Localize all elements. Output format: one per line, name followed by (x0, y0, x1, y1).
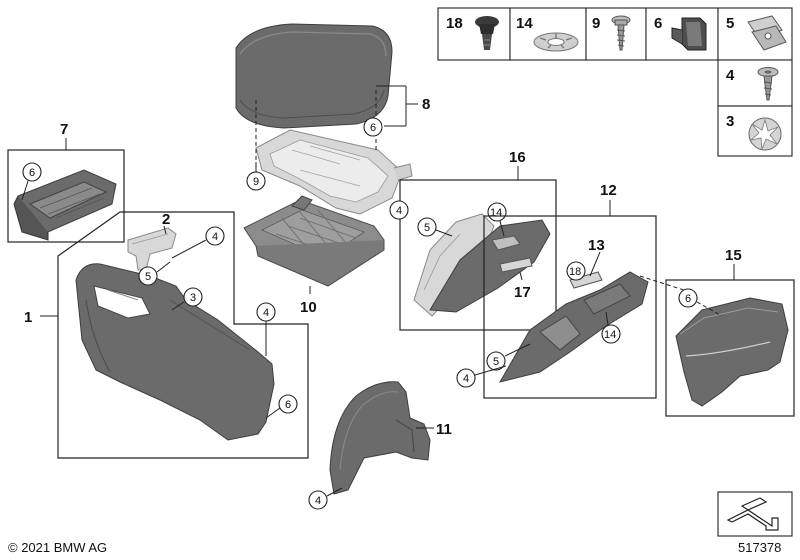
part-12-frame (483, 215, 657, 399)
callout-6: 6 (29, 167, 35, 179)
callout-4: 4 (315, 495, 321, 507)
part-label-10: 10 (300, 299, 317, 316)
dashed-guide (639, 275, 691, 293)
rear-tray-part (13, 169, 117, 241)
leader-line (435, 229, 453, 237)
leader-line (171, 239, 207, 259)
callout-4: 4 (463, 373, 469, 385)
part-label-17: 17 (514, 284, 531, 301)
callout-5: 5 (493, 356, 499, 368)
callout-18: 18 (569, 266, 581, 278)
storage-tray (243, 195, 385, 287)
callout-circle (246, 171, 266, 191)
part-label-11: 11 (436, 421, 452, 438)
callout-circle (456, 368, 476, 388)
fastener-label-5: 5 (726, 15, 734, 32)
fastener-table: 18 14 9 6 5 4 3 (437, 7, 793, 157)
callout-6: 6 (370, 122, 376, 134)
front-trim-part (329, 381, 431, 495)
callout-circle (205, 226, 225, 246)
callout-6: 6 (685, 293, 691, 305)
rear-console-panel (498, 271, 649, 383)
armrest-lid-assembly (235, 23, 413, 215)
leader-line (21, 180, 29, 201)
leader-line (171, 301, 185, 311)
fastener-label-3: 3 (726, 113, 734, 130)
clip-nut-icon (671, 17, 707, 51)
callout-6: 6 (285, 399, 291, 411)
callout-circle (678, 288, 698, 308)
part-label-15: 15 (725, 247, 742, 264)
callout-3: 3 (190, 292, 196, 304)
push-rivet-icon (475, 16, 499, 50)
leader-line (519, 271, 523, 281)
callout-circle (308, 490, 328, 510)
star-clip-icon (748, 117, 782, 151)
callout-circle (601, 324, 621, 344)
callout-circle (22, 162, 42, 182)
screw-icon (757, 67, 779, 101)
diagram-number: 517378 (738, 540, 781, 555)
callout-14: 14 (604, 329, 616, 341)
leader-line (504, 343, 531, 357)
fastener-label-18: 18 (446, 15, 463, 32)
callout-4: 4 (212, 231, 218, 243)
part-label-1: 1 (24, 309, 32, 326)
fastener-label-4: 4 (726, 67, 735, 84)
callout-circle (363, 117, 383, 137)
callout-5: 5 (145, 271, 151, 283)
callout-circle (183, 287, 203, 307)
fastener-cell-4 (717, 59, 793, 107)
orientation-symbol (717, 491, 793, 537)
fastener-cell-18 (437, 7, 511, 61)
flange-screw-icon (611, 15, 631, 51)
copyright-text: © 2021 BMW AG (8, 540, 107, 555)
part-label-7: 7 (60, 121, 68, 138)
part-label-8: 8 (422, 96, 430, 113)
leader-line (589, 251, 601, 277)
callout-9: 9 (253, 176, 259, 188)
fastener-label-9: 9 (592, 15, 600, 32)
part-label-16: 16 (509, 149, 526, 166)
side-trim-panel (75, 263, 275, 441)
rear-armrest-cushion (675, 297, 789, 407)
leader-line (605, 311, 609, 326)
console-cover-part (413, 213, 551, 317)
leader-line (326, 487, 343, 497)
speed-nut-icon (747, 15, 787, 51)
callout-circle (278, 394, 298, 414)
callout-5: 5 (424, 222, 430, 234)
callout-circle (389, 200, 409, 220)
fastener-label-14: 14 (516, 15, 533, 32)
callout-circle (417, 217, 437, 237)
leader-line (163, 225, 167, 235)
callout-circle (566, 261, 586, 281)
callout-circle (138, 266, 158, 286)
fastener-label-6: 6 (654, 15, 662, 32)
part-label-12: 12 (600, 182, 617, 199)
callout-4: 4 (263, 307, 269, 319)
leader-line (265, 407, 281, 419)
callout-14: 14 (490, 207, 502, 219)
leader-line (156, 261, 171, 273)
part-16-frame (399, 179, 557, 331)
callout-4: 4 (396, 205, 402, 217)
part-1-frame (57, 211, 309, 459)
leader-line (474, 365, 507, 376)
leader-line (499, 220, 505, 237)
bracket-part (127, 227, 177, 271)
star-washer-icon (533, 32, 579, 52)
dashed-guide (696, 301, 723, 317)
part-label-2: 2 (162, 211, 170, 228)
part-label-13: 13 (588, 237, 605, 254)
callout-circle (486, 351, 506, 371)
part-15-frame (665, 279, 795, 417)
